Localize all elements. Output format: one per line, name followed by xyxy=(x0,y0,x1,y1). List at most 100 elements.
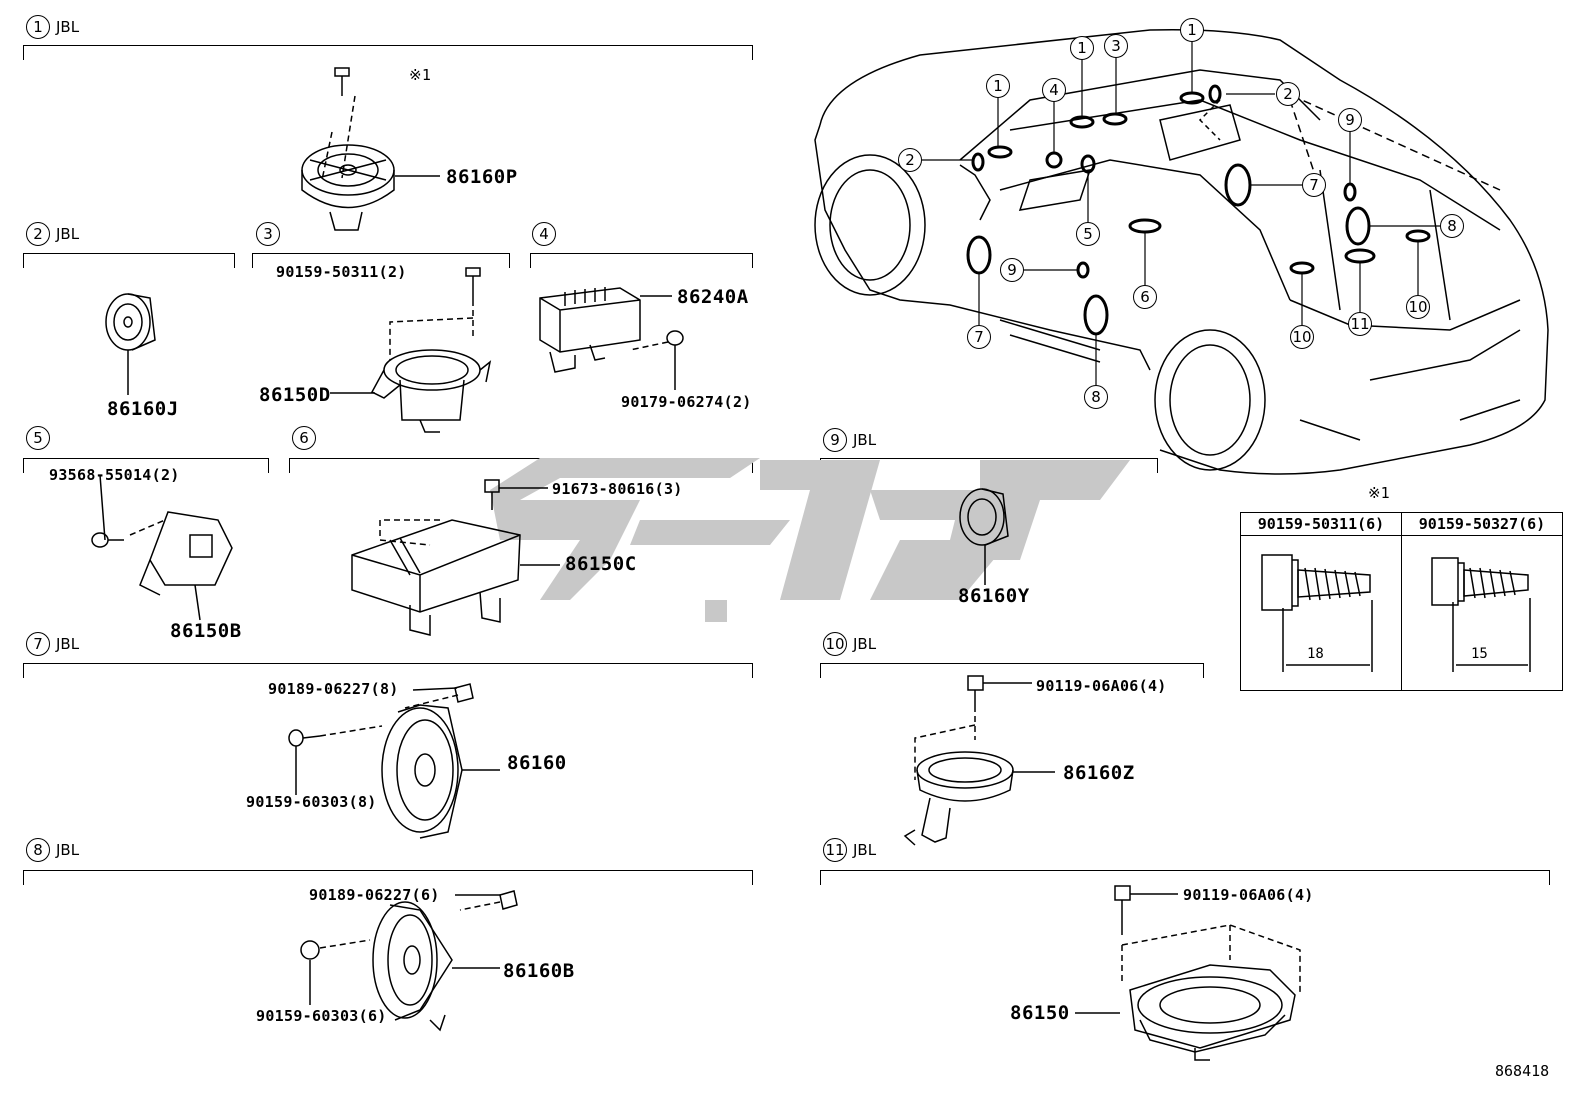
bolt-table: 90159-50311(6) 90159-50327(6) xyxy=(1240,512,1563,691)
section-1-number: 1 xyxy=(26,15,50,39)
section-9-number: 9 xyxy=(823,428,847,452)
car-callout: 7 xyxy=(1302,173,1326,197)
car-callout: 2 xyxy=(1276,82,1300,106)
section-3-number: 3 xyxy=(256,222,280,246)
part-90119-06A06-10-label: 90119-06A06(4) xyxy=(1036,677,1167,695)
part-86160-drawing xyxy=(288,683,500,839)
part-90119-06A06-11-label: 90119-06A06(4) xyxy=(1183,886,1314,904)
section-6-bracket xyxy=(289,458,753,473)
section-7-header: 7 JBL xyxy=(26,632,79,656)
part-93568-55014-label: 93568-55014(2) xyxy=(49,466,180,484)
part-86160Y-label: 86160Y xyxy=(958,585,1030,607)
section-6-number: 6 xyxy=(292,426,316,450)
car-callout: 10 xyxy=(1406,295,1430,319)
part-86150D-drawing xyxy=(330,267,492,433)
section-1-bracket xyxy=(23,45,753,60)
section-3-header: 3 xyxy=(256,222,280,246)
part-90189-06227-6-label: 90189-06227(6) xyxy=(309,886,440,904)
section-10-header: 10 JBL xyxy=(823,632,876,656)
part-86160Y-drawing xyxy=(959,488,1009,585)
section-11-number: 11 xyxy=(823,838,847,862)
section-11-tag: JBL xyxy=(853,841,877,859)
part-90159-50311-label: 90159-50311(2) xyxy=(276,263,407,281)
section-9-tag: JBL xyxy=(853,431,877,449)
part-86160J-drawing xyxy=(105,293,156,395)
car-callout: 1 xyxy=(1180,18,1204,42)
bolt-table-note: ※1 xyxy=(1368,484,1390,502)
car-callout: 5 xyxy=(1076,222,1100,246)
watermark-logo xyxy=(490,458,1130,622)
section-2-tag: JBL xyxy=(56,225,80,243)
section-5-header: 5 xyxy=(26,426,50,450)
part-91673-80616-label: 91673-80616(3) xyxy=(552,480,683,498)
part-86150-label: 86150 xyxy=(1010,1002,1070,1024)
car-callout: 9 xyxy=(1338,108,1362,132)
section-11-bracket xyxy=(820,870,1550,885)
section-3-bracket xyxy=(252,253,510,268)
section-7-tag: JBL xyxy=(56,635,80,653)
part-86160Z-label: 86160Z xyxy=(1063,762,1135,784)
part-86150B-label: 86150B xyxy=(170,620,242,642)
part-90159-60303-6-label: 90159-60303(6) xyxy=(256,1007,387,1025)
car-callout: 3 xyxy=(1104,34,1128,58)
bolt-table-col1-header: 90159-50311(6) xyxy=(1240,512,1402,536)
part-86160J-label: 86160J xyxy=(107,398,179,420)
section-2-header: 2 JBL xyxy=(26,222,79,246)
car-callout: 7 xyxy=(967,325,991,349)
part-86160Z-drawing xyxy=(903,675,1055,846)
section-10-number: 10 xyxy=(823,632,847,656)
part-1-note: ※1 xyxy=(409,66,432,84)
section-10-bracket xyxy=(820,663,1204,678)
part-86150C-label: 86150C xyxy=(565,553,637,575)
part-86240A-drawing xyxy=(539,287,684,390)
bolt-table-col2-header: 90159-50327(6) xyxy=(1401,512,1563,536)
section-1-header: 1 JBL xyxy=(26,15,79,39)
car-callout: 11 xyxy=(1348,312,1372,336)
bolt-length-2: 15 xyxy=(1471,646,1488,662)
car-callout: 6 xyxy=(1133,285,1157,309)
part-86150C-drawing xyxy=(351,479,560,636)
section-1-tag: JBL xyxy=(56,18,80,36)
section-7-bracket xyxy=(23,663,753,678)
part-90189-06227-8-label: 90189-06227(8) xyxy=(268,680,399,698)
car-callout: 8 xyxy=(1440,214,1464,238)
section-2-number: 2 xyxy=(26,222,50,246)
car-callout: 1 xyxy=(986,74,1010,98)
part-86160B-drawing xyxy=(300,890,518,1032)
part-86150B-drawing xyxy=(91,474,233,621)
section-8-bracket xyxy=(23,870,753,885)
section-4-header: 4 xyxy=(532,222,556,246)
bolt-length-1: 18 xyxy=(1307,646,1324,662)
part-86240A-label: 86240A xyxy=(677,286,749,308)
car-callout: 1 xyxy=(1070,36,1094,60)
bolt-table-col1-image xyxy=(1240,535,1402,691)
diagram-id: 868418 xyxy=(1495,1062,1550,1080)
car-callout: 4 xyxy=(1042,78,1066,102)
bolt-table-col2-image xyxy=(1401,535,1563,691)
section-8-header: 8 JBL xyxy=(26,838,79,862)
part-86150D-label: 86150D xyxy=(259,384,331,406)
section-5-number: 5 xyxy=(26,426,50,450)
section-5-bracket xyxy=(23,458,269,473)
section-8-number: 8 xyxy=(26,838,50,862)
part-90179-06274-label: 90179-06274(2) xyxy=(621,393,752,411)
section-8-tag: JBL xyxy=(56,841,80,859)
car-callout: 10 xyxy=(1290,325,1314,349)
car-callout: 9 xyxy=(1000,258,1024,282)
car-leader-lines xyxy=(922,40,1440,385)
section-10-tag: JBL xyxy=(853,635,877,653)
car-callout: 2 xyxy=(898,148,922,172)
section-4-bracket xyxy=(530,253,753,268)
part-86160-label: 86160 xyxy=(507,752,567,774)
part-90159-60303-8-label: 90159-60303(8) xyxy=(246,793,377,811)
part-86160B-label: 86160B xyxy=(503,960,575,982)
section-7-number: 7 xyxy=(26,632,50,656)
section-2-bracket xyxy=(23,253,235,268)
part-86160P-drawing xyxy=(301,67,440,231)
section-11-header: 11 JBL xyxy=(823,838,876,862)
part-86160P-label: 86160P xyxy=(446,166,518,188)
part-86150-drawing xyxy=(1075,885,1301,1061)
section-6-header: 6 xyxy=(292,426,316,450)
section-9-header: 9 JBL xyxy=(823,428,876,452)
